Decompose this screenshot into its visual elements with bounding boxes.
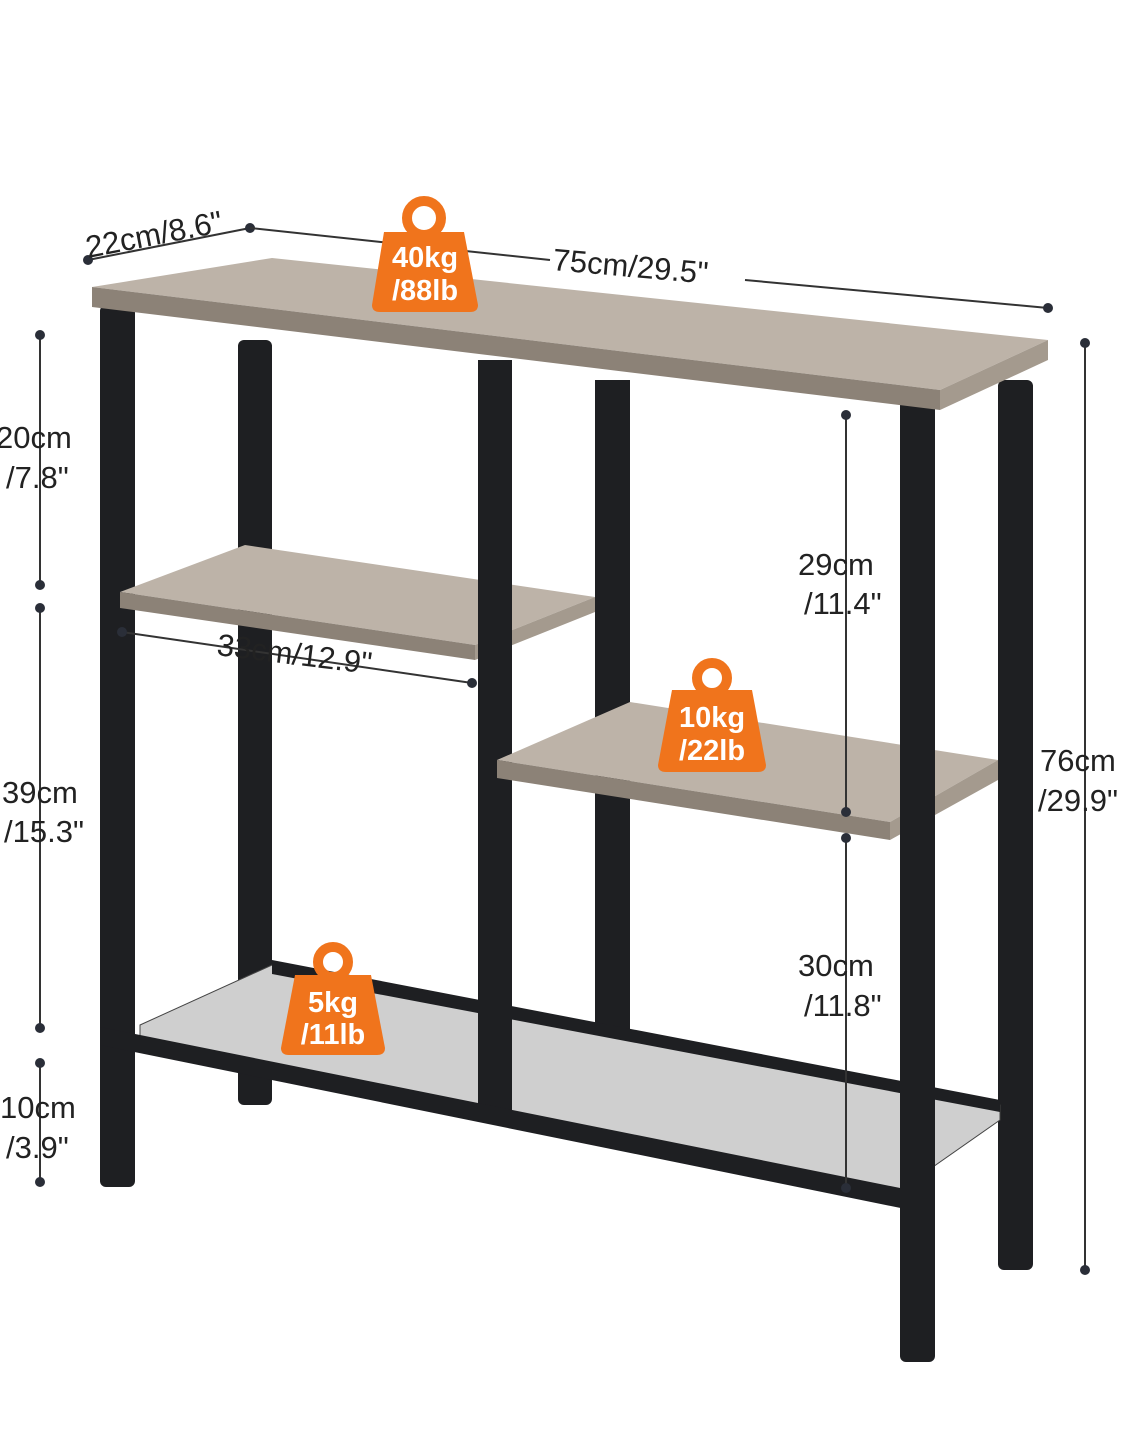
left-shelf-edge: [120, 592, 475, 660]
middle-gap-in: /15.3": [4, 814, 84, 849]
bottom-weight-badge: 5kg /11lb: [281, 942, 385, 1055]
top-weight-badge: 40kg /88lb: [372, 196, 478, 312]
foot-clearance-in: /3.9": [6, 1130, 69, 1165]
right-back-leg: [998, 380, 1033, 1270]
top-gap-in: /7.8": [6, 460, 69, 495]
svg-text:/22lb: /22lb: [679, 735, 745, 767]
svg-text:5kg: 5kg: [308, 987, 358, 1019]
svg-text:10kg: 10kg: [679, 702, 745, 734]
foot-clearance-cm: 10cm: [0, 1090, 76, 1125]
left-shelf: [120, 545, 595, 645]
height-in: /29.9": [1038, 783, 1118, 818]
right-lower-gap-in: /11.8": [804, 988, 882, 1023]
front-bottom-bar: [100, 1027, 935, 1215]
width-label: 75cm/29.5": [551, 242, 709, 290]
front-left-leg: [100, 305, 135, 1187]
mid-front-leg: [478, 360, 512, 1115]
svg-text:40kg: 40kg: [392, 242, 458, 274]
right-upper-gap-cm: 29cm: [798, 547, 874, 582]
table-top: [92, 258, 1048, 390]
depth-label: 22cm/8.6": [83, 204, 226, 265]
right-lower-gap-cm: 30cm: [798, 948, 874, 983]
top-gap-cm: 20cm: [0, 420, 72, 455]
right-shelf-edge: [497, 760, 890, 840]
height-cm: 76cm: [1040, 743, 1116, 778]
back-bottom-bar: [272, 960, 1000, 1112]
right-upper-gap-in: /11.4": [804, 586, 882, 621]
svg-text:/11lb: /11lb: [301, 1019, 366, 1051]
middle-gap-cm: 39cm: [2, 775, 78, 810]
table-top-front-edge: [92, 287, 940, 410]
shelf-weight-badge: 10kg /22lb: [658, 658, 766, 772]
svg-text:/88lb: /88lb: [392, 275, 458, 307]
table-top-side-edge: [940, 340, 1048, 410]
back-left-leg: [238, 340, 272, 1105]
right-front-leg: [900, 400, 935, 1362]
